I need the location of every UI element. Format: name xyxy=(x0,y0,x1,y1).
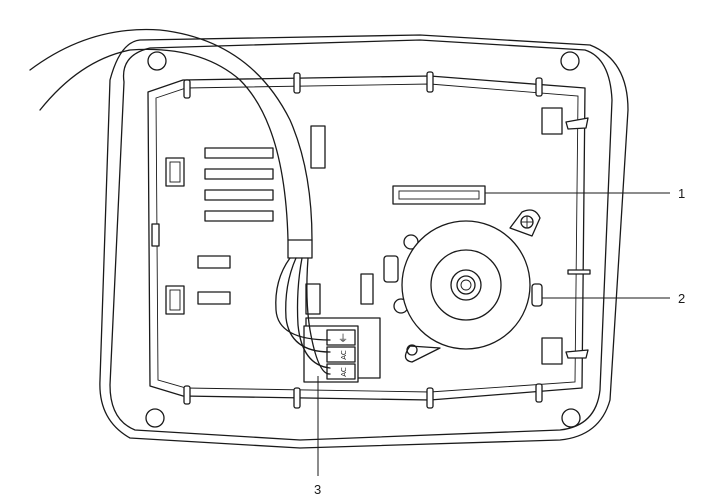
screw-hole-top-left xyxy=(147,51,167,71)
terminal-symbol-ac-2: AC xyxy=(340,367,348,377)
outer-housing xyxy=(99,34,629,449)
callout-1: 1 xyxy=(485,186,685,201)
callout-label-1: 1 xyxy=(678,186,685,201)
terminal-symbol-earth: ⏚ xyxy=(338,333,348,345)
edge-clips xyxy=(183,71,543,409)
cable xyxy=(29,28,331,375)
callout-2: 2 xyxy=(542,291,685,306)
slot-connector xyxy=(392,185,486,205)
screw-hole-bottom-left xyxy=(145,408,165,428)
terminal-slot-earth xyxy=(326,329,356,346)
terminal-slot-ac-1 xyxy=(326,346,356,363)
callout-label-2: 2 xyxy=(678,291,685,306)
callout-label-3: 3 xyxy=(314,482,321,497)
terminal-block: ⏚ AC AC xyxy=(303,317,381,383)
left-components xyxy=(151,125,374,315)
screw-holes xyxy=(145,51,581,428)
screw-hole-bottom-right xyxy=(561,408,581,428)
callout-3: 3 xyxy=(314,376,321,497)
terminal-slot-ac-2 xyxy=(326,363,356,380)
speaker xyxy=(383,209,543,363)
right-tabs xyxy=(541,107,591,365)
screw-hole-top-right xyxy=(560,51,580,71)
inner-board xyxy=(147,75,586,401)
terminal-symbol-ac-1: AC xyxy=(340,350,348,360)
